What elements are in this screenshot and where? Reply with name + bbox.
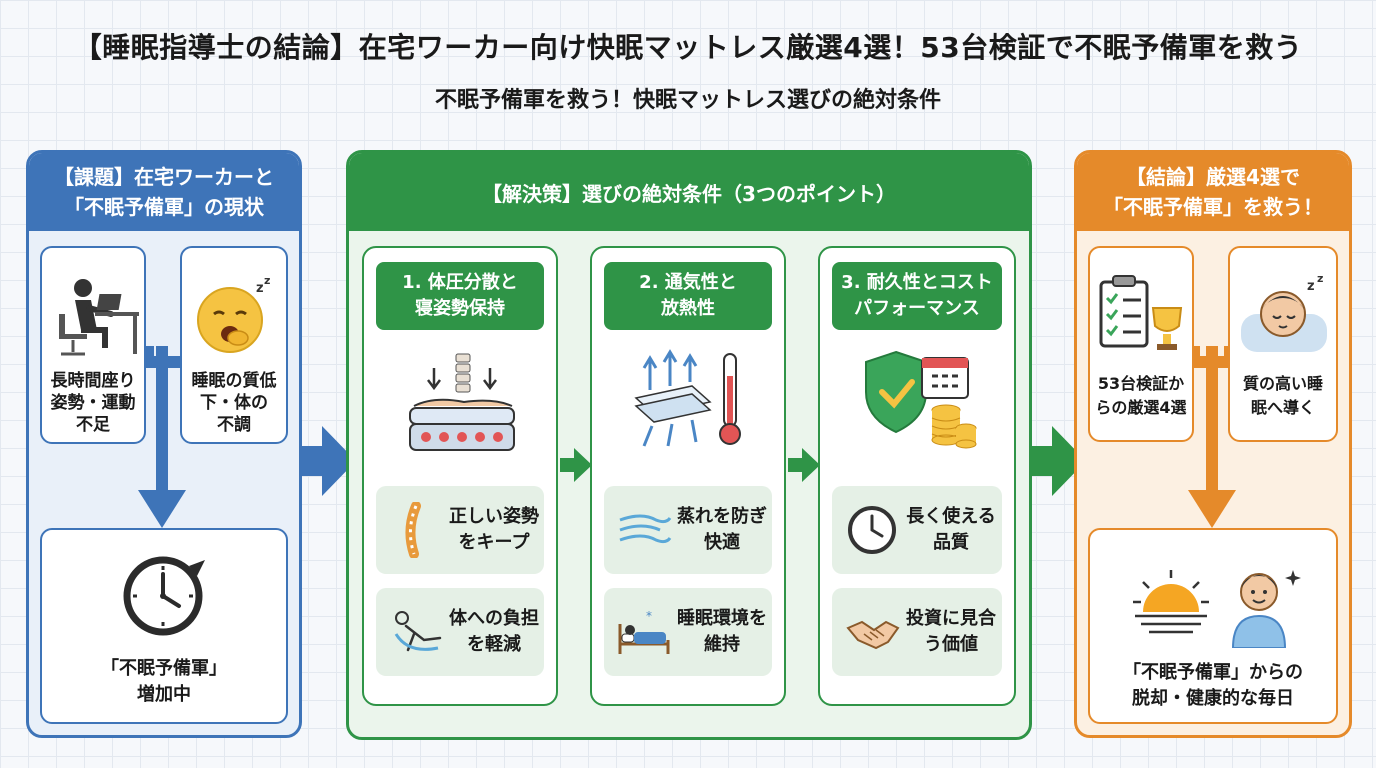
solution-3-item-value: 投資に見合 う価値: [832, 588, 1002, 676]
arrow-col1-to-col2: [560, 448, 592, 482]
reclining-person-icon: [394, 611, 442, 652]
conclusion-card-quality-sleep: z z 質の高い睡 眠へ導く: [1228, 246, 1338, 442]
solution-1-item-burden: 体への負担 を軽減: [376, 588, 544, 676]
conclusion-card-quality-sleep-text: 質の高い睡 眠へ導く: [1242, 374, 1323, 417]
sleeping-bed-icon: *: [618, 609, 670, 654]
clock-icon: [848, 506, 896, 554]
desk-worker-icon: [59, 279, 139, 356]
handshake-icon: [846, 620, 900, 650]
problem-card-sitting-text: 長時間座り 姿勢・運動 不足: [50, 371, 136, 435]
solution-1-item-posture: 正しい姿勢 をキープ: [376, 486, 544, 574]
arrow-problem-to-solution: [300, 426, 356, 496]
mattress-spine-icon: [409, 353, 515, 451]
wind-icon: [619, 514, 672, 544]
conclusion-card-healthy-days-text: 「不眠予備軍」からの 脱却・健康的な毎日: [1123, 662, 1303, 709]
problem-card-sleep-quality-text: 睡眠の質低 下・体の 不調: [191, 371, 277, 435]
solution-2-item-environment: * 睡眠環境を 維持: [604, 588, 772, 676]
problem-card-increase: 「不眠予備軍」 増加中: [40, 528, 288, 724]
svg-text:z: z: [1307, 279, 1315, 294]
solution-heading: 【解決策】選びの絶対条件（3つのポイント）: [349, 153, 1029, 231]
solution-column-3-title: 3. 耐久性とコスト パフォーマンス: [832, 262, 1002, 330]
page-subtitle: 不眠予備軍を救う！快眠マットレス選びの絶対条件: [434, 88, 941, 113]
checklist-trophy-icon: [1099, 275, 1183, 350]
svg-text:z: z: [1317, 274, 1323, 285]
solution-column-3: 3. 耐久性とコスト パフォーマンス 長く使える 品質 投資に見合: [818, 246, 1016, 706]
solution-3-item-durability: 長く使える 品質: [832, 486, 1002, 574]
conclusion-card-selection-text: 53台検証か らの厳選4選: [1095, 374, 1187, 417]
svg-text:z: z: [264, 274, 270, 287]
arrow-col2-to-col3: [788, 448, 820, 482]
solution-column-2: 2. 通気性と 放熱性 蒸れを防ぎ 快適 * 睡眠: [590, 246, 786, 706]
sunrise-happy-person-icon: [1133, 570, 1301, 649]
problem-connector-arrows: [138, 346, 192, 528]
problem-card-sitting: 長時間座り 姿勢・運動 不足: [40, 246, 146, 444]
spine-icon: [405, 502, 421, 558]
solution-column-2-title: 2. 通気性と 放熱性: [604, 262, 772, 330]
conclusion-card-healthy-days: 「不眠予備軍」からの 脱却・健康的な毎日: [1088, 528, 1338, 724]
sleeping-face-icon: z z: [1241, 272, 1327, 352]
solution-column-1: 1. 体圧分散と 寝姿勢保持 正しい姿勢 をキープ: [362, 246, 558, 706]
problem-heading: 【課題】在宅ワーカーと 「不眠予備軍」の現状: [29, 153, 299, 231]
conclusion-heading: 【結論】厳選4選で 「不眠予備軍」を救う！: [1077, 153, 1349, 231]
svg-text:z: z: [256, 281, 264, 296]
solution-column-1-title: 1. 体圧分散と 寝姿勢保持: [376, 262, 544, 330]
yawning-face-icon: z z: [197, 274, 270, 353]
svg-text:*: *: [646, 609, 652, 623]
airflow-thermometer-icon: [634, 349, 741, 447]
page-title: 【睡眠指導士の結論】在宅ワーカー向け快眠マットレス厳選4選！53台検証で不眠予備…: [73, 31, 1303, 64]
conclusion-connector-arrows: [1188, 346, 1236, 528]
broken-clock-icon: [123, 556, 205, 636]
arrow-solution-to-conclusion: [1030, 426, 1086, 496]
problem-card-increase-text: 「不眠予備軍」 増加中: [101, 658, 227, 705]
shield-calendar-coins-icon: [865, 350, 977, 449]
solution-2-item-stuffiness: 蒸れを防ぎ 快適: [604, 486, 772, 574]
conclusion-card-selection: 53台検証か らの厳選4選: [1088, 246, 1194, 442]
problem-card-sleep-quality: z z 睡眠の質低 下・体の 不調: [180, 246, 288, 444]
